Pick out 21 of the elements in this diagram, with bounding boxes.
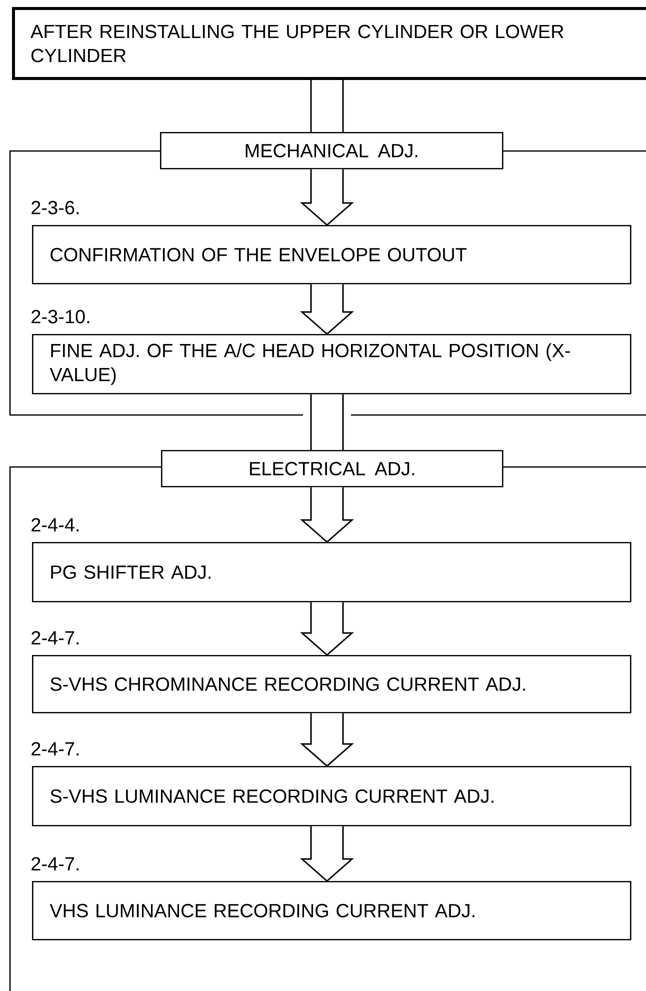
- process-box: VHS LUMINANCE RECORDING CURRENT ADJ.: [32, 881, 632, 940]
- step-number: 2-3-6.: [32, 200, 79, 214]
- arrow: [300, 712, 354, 767]
- process-box: S-VHS CHROMINANCE RECORDING CURRENT ADJ.: [32, 655, 632, 714]
- process-box: PG SHIFTER ADJ.: [32, 542, 632, 602]
- process-box: AFTER REINSTALLING THE UPPER CYLINDER OR LOWER CYLINDER: [12, 7, 646, 80]
- process-box: CONFIRMATION OF THE ENVELOPE OUTOUT: [32, 225, 632, 284]
- step-number: 2-4-7.: [32, 631, 79, 644]
- arrow: [300, 168, 354, 226]
- step-number: 2-4-7.: [32, 742, 79, 756]
- process-box: S-VHS LUMINANCE RECORDING CURRENT ADJ.: [32, 766, 632, 826]
- process-box: FINE ADJ. OF THE A/C HEAD HORIZONTAL POSITION (X-VALUE): [32, 334, 632, 394]
- arrow: [300, 602, 354, 656]
- step-number: 2-4-4.: [32, 518, 79, 532]
- arrow: [300, 284, 354, 335]
- arrow: [300, 826, 354, 882]
- step-number: 2-3-10.: [32, 310, 90, 324]
- header-box: MECHANICAL ADJ.: [160, 132, 504, 170]
- step-number: 2-4-7.: [32, 857, 79, 870]
- arrow: [300, 486, 354, 543]
- header-box: ELECTRICAL ADJ.: [161, 450, 504, 488]
